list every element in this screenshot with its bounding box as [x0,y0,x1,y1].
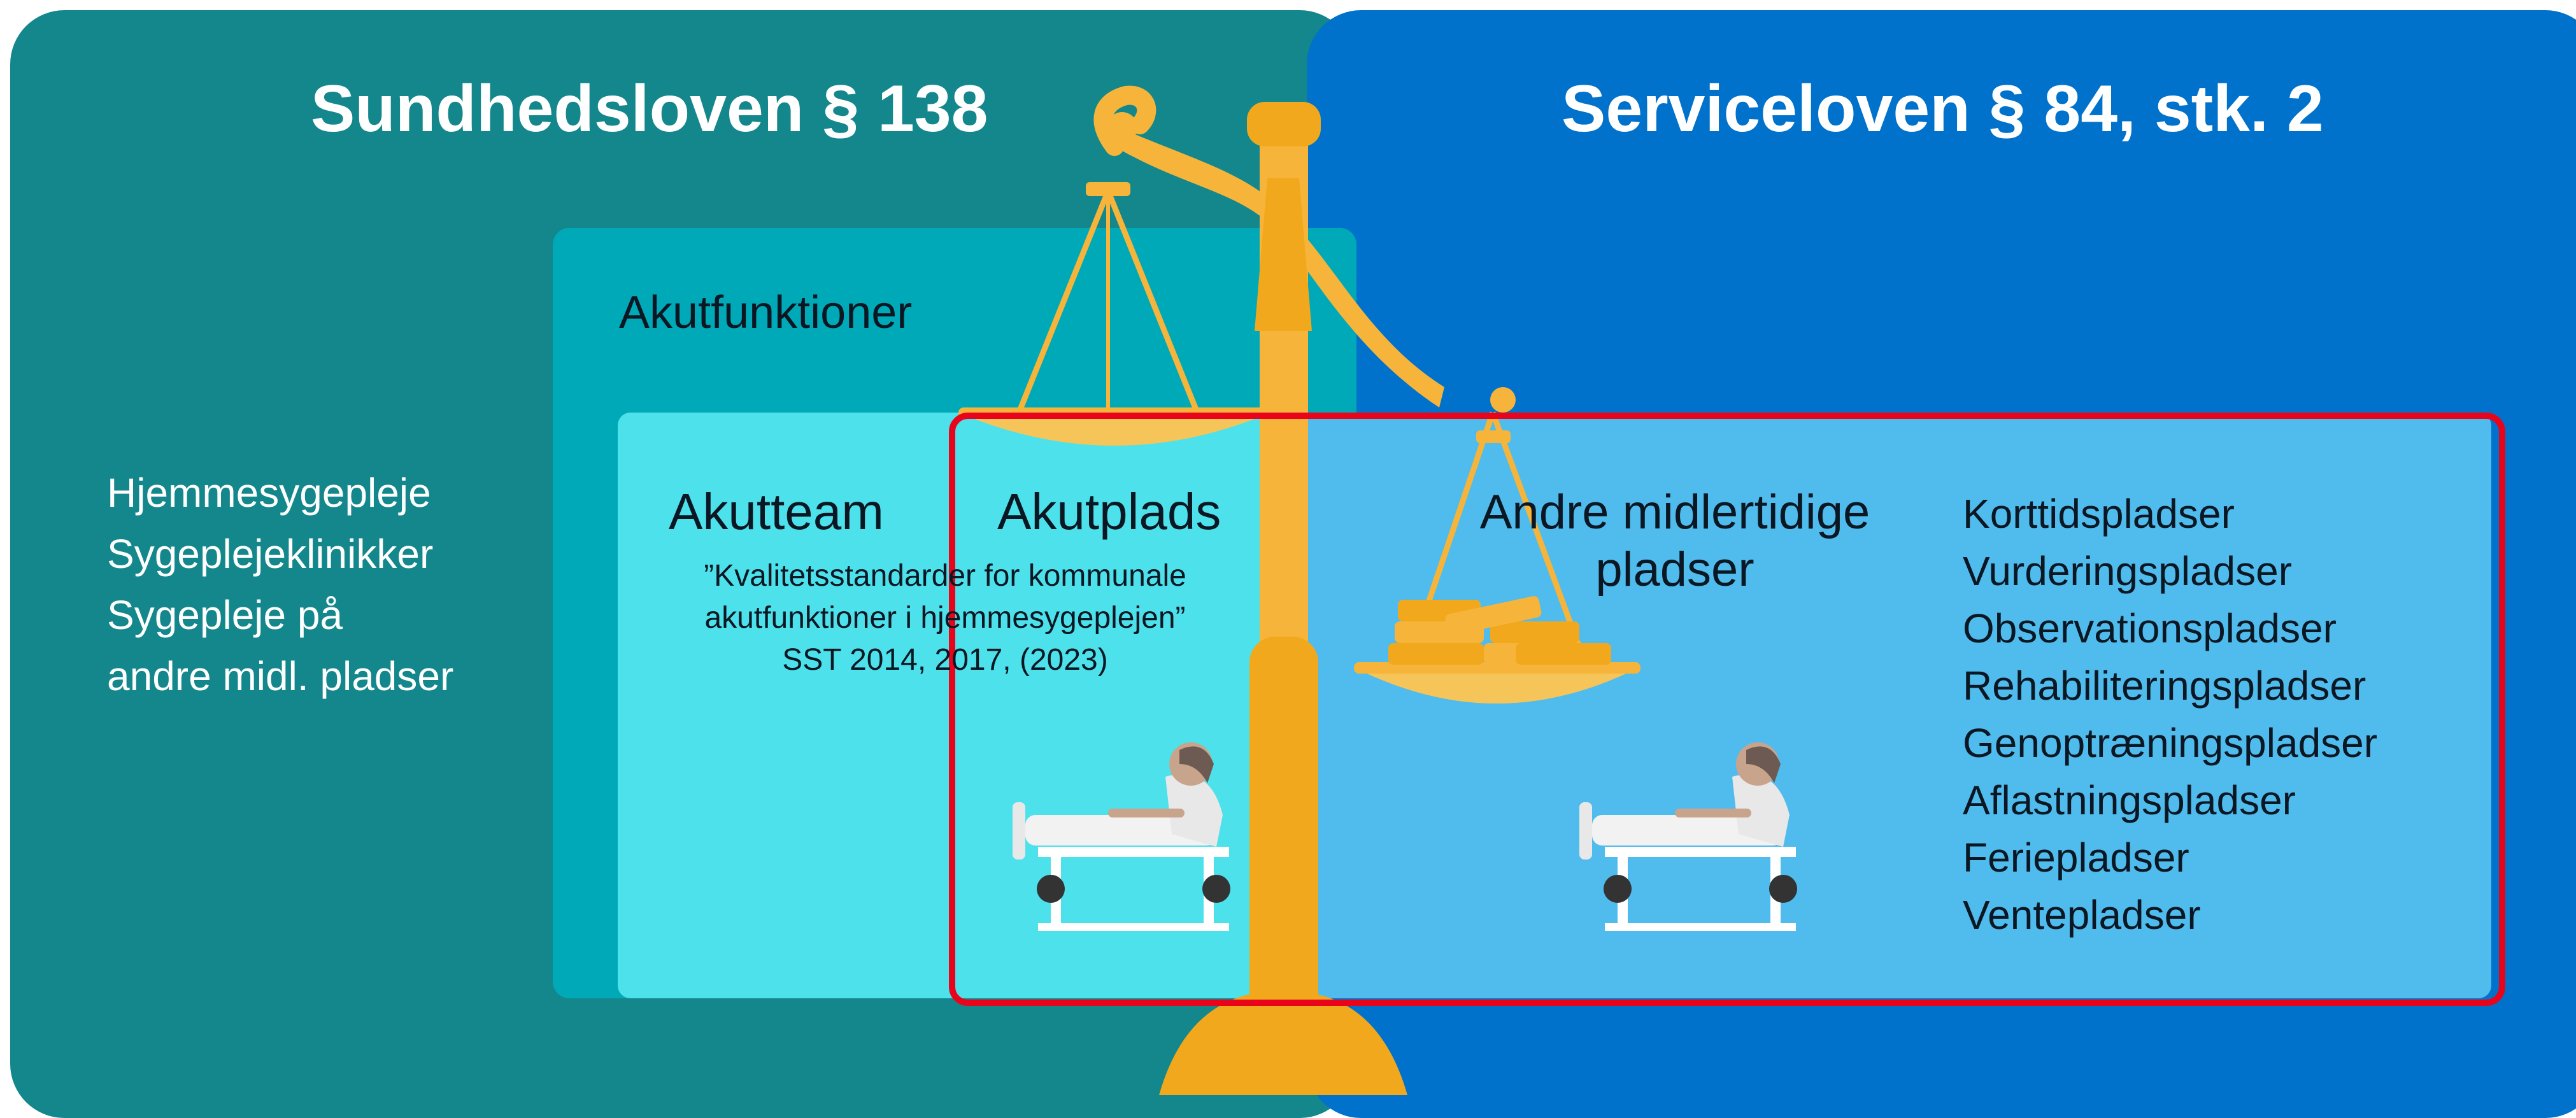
list-item: Rehabiliteringspladser [1963,663,2366,709]
list-item: Feriepladser [1963,835,2189,881]
list-item: Observationspladser [1963,605,2337,651]
hospital-bed-icon [1013,742,1230,931]
sundhedsloven-list: Hjemmesygepleje Sygeplejeklinikker Sygep… [107,462,453,707]
akutplads-label: Akutplads [997,483,1221,540]
pladser-list: Korttidspladser Vurderingspladser Observ… [1963,485,2377,944]
list-item: Ventepladser [1963,892,2201,938]
quote-line: ”Kvalitetsstandarder for kommunale [704,559,1186,593]
balance-scale-icon [958,85,1640,1095]
scale-illustration [958,85,1797,1095]
list-item: Korttidspladser [1963,491,2235,537]
quote-line: SST 2014, 2017, (2023) [782,643,1108,677]
list-item: Hjemmesygepleje [107,470,431,516]
hospital-bed-icon [1579,742,1797,931]
list-item: andre midl. pladser [107,653,454,699]
list-item: Vurderingspladser [1963,548,2293,594]
list-item: Sygepleje på [107,592,343,638]
list-item: Genoptræningspladser [1963,720,2378,766]
highlight-frame [949,413,2505,1006]
coins-icon [1388,596,1611,665]
sundhedsloven-title: Sundhedsloven § 138 [311,72,988,146]
quality-standard-quote: ”Kvalitetsstandarder for kommunale akutf… [623,555,1267,681]
andre-midlertidige-pladser-title: Andre midlertidige pladser [1479,485,1870,597]
andre-midlertidige-pladser-box [1307,413,2491,998]
akutteam-label: Akutteam [669,483,884,540]
akutfunktioner-title: Akutfunktioner [619,287,913,338]
list-item: Aflastningspladser [1963,777,2296,823]
quote-line: akutfunktioner i hjemmesygeplejen” [704,601,1186,635]
serviceloven-title: Serviceloven § 84, stk. 2 [1562,72,2324,146]
list-item: Sygeplejeklinikker [107,531,434,577]
